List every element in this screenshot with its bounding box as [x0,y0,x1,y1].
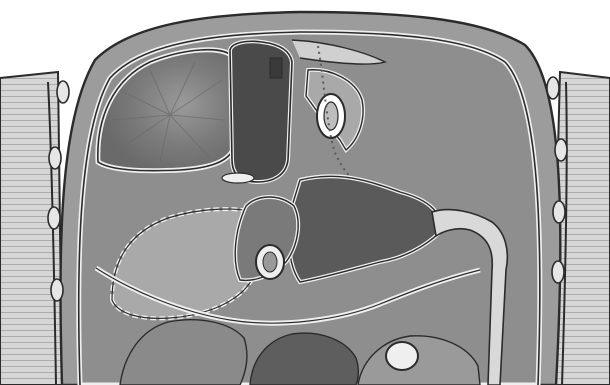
bottom-ring [386,342,418,370]
dark-vertical-organ [230,41,292,182]
